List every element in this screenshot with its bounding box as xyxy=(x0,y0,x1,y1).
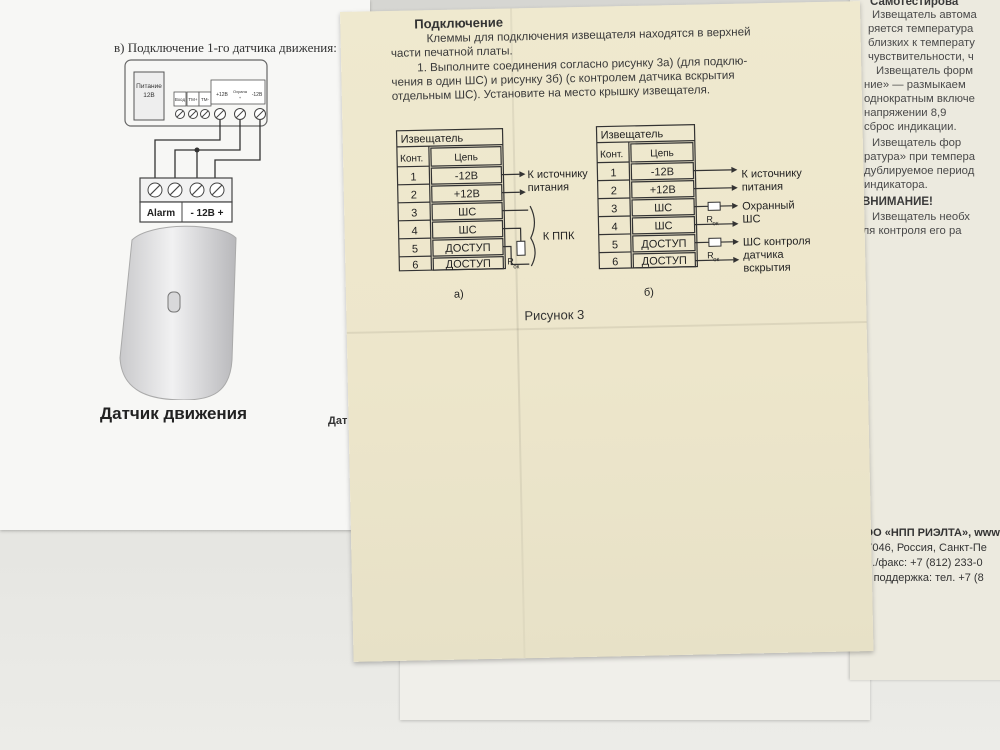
diagram-a-col-circuit: Цепь xyxy=(454,152,478,163)
diagram-a-resistor-sub: ок xyxy=(513,264,519,270)
diagram-b-row-3-n: 3 xyxy=(611,203,617,215)
instruction-sheet: Подключение Клеммы для подключения извещ… xyxy=(340,1,874,662)
diagram-b-row-2-circuit: +12В xyxy=(650,184,676,197)
board-label-guard: Охрана xyxy=(233,89,248,94)
diagram-b-header: Извещатель xyxy=(601,128,664,141)
wiring-diagram-left: Питание 12В Вход ТМ+ ТМ- +12В Охрана + -… xyxy=(119,59,268,400)
diagram-b-row-4-circuit: ШС xyxy=(654,220,672,232)
right-line-9: Извещатель фор xyxy=(872,137,962,149)
section-title: Подключение xyxy=(414,14,504,32)
right-line-12: индикатора. xyxy=(864,179,928,191)
connection-diagram-b: Извещатель Конт. Цепь 1 -12В 2 +12В 3 ШС… xyxy=(595,123,811,299)
right-line-8: сброс индикации. xyxy=(864,121,957,133)
right-line-11: дублируемое период xyxy=(864,165,975,177)
fold-crease-vertical xyxy=(509,8,526,659)
diagram-b-row-3-circuit: ШС xyxy=(654,202,672,214)
diagram-a-resistor: R xyxy=(507,256,514,266)
right-line-2: близких к температу xyxy=(868,37,975,49)
diagram-a-row-6-circuit: ДОСТУП xyxy=(446,258,492,271)
diagram-b-row-5-circuit: ДОСТУП xyxy=(641,238,687,251)
left-sheet: в) Подключение 1-го датчика движения: Пи… xyxy=(0,0,370,530)
right-sheet: Самотестирова Извещатель автома ряется т… xyxy=(850,0,1000,680)
diagram-a-row-2-n: 2 xyxy=(411,189,417,201)
diagram-b-col-circuit: Цепь xyxy=(650,148,674,159)
sensor-led xyxy=(167,291,181,313)
warning-line-0: Извещатель необх xyxy=(872,211,970,223)
sensor-caption: Датчик движения xyxy=(100,404,248,423)
diagram-a-to-source-2: питания xyxy=(528,181,570,194)
right-line-3: чувствительности, ч xyxy=(868,51,974,63)
diagram-b-col-contact: Конт. xyxy=(600,149,623,160)
diagram-b-tamper-1: ШС контроля xyxy=(743,235,811,248)
diagram-a-label: а) xyxy=(454,288,464,300)
right-line-4: Извещатель форм xyxy=(876,65,973,77)
motion-sensor-image xyxy=(119,225,237,400)
diagram-b-label: б) xyxy=(644,286,654,298)
diagram-a-row-4-circuit: ШС xyxy=(458,224,476,236)
right-line-0: Извещатель автома xyxy=(872,9,977,21)
left-sheet-heading: в) Подключение 1-го датчика движения: xyxy=(114,40,337,55)
terminal-alarm-label: Alarm xyxy=(147,208,175,219)
diagram-b-to-source-1: К источнику xyxy=(741,167,802,180)
right-line-7: напряжении 8,9 xyxy=(864,107,947,119)
diagram-b-to-source-2: питания xyxy=(742,181,784,194)
board-label-tm-plus: ТМ+ xyxy=(188,97,197,102)
warning-line-1: для контроля его ра xyxy=(856,225,962,237)
diagram-a-to-panel: К ППК xyxy=(543,230,576,243)
power-label-1: Питание xyxy=(136,83,162,90)
diagram-b-row-6-circuit: ДОСТУП xyxy=(642,255,688,268)
board-label-minus12: -12В xyxy=(252,92,263,98)
connection-diagram-a: Извещатель Конт. Цепь 1 -12В 2 +12В 3 ШС… xyxy=(395,128,588,301)
diagram-b-resistor-1-sub: ок xyxy=(712,221,718,227)
diagram-a-row-1-circuit: -12В xyxy=(455,170,478,182)
diagram-a-row-5-n: 5 xyxy=(412,243,418,255)
diagram-b-guard-2: ШС xyxy=(742,213,760,225)
diagram-a-to-source-1: К источнику xyxy=(527,168,588,181)
right-line-1: ряется температура xyxy=(868,23,974,35)
wire-junction xyxy=(194,147,200,153)
figure-caption: Рисунок 3 xyxy=(524,306,585,324)
right-line-6: однократным включе xyxy=(864,93,975,105)
fold-crease-horizontal xyxy=(346,321,867,334)
diagram-a-row-2-circuit: +12В xyxy=(454,188,480,201)
board-label-guard-sub: + xyxy=(239,95,242,100)
terminal-power-label: - 12В + xyxy=(190,208,223,219)
board-label-tm-minus: ТМ- xyxy=(201,97,209,102)
diagram-b-row-2-n: 2 xyxy=(611,185,617,197)
footer-address: 197046, Россия, Санкт-Пе xyxy=(854,542,987,554)
diagram-a-header: Извещатель xyxy=(401,132,464,145)
diagram-b-row-1-n: 1 xyxy=(610,167,616,179)
footer-company: ООО «НПП РИЭЛТА», www xyxy=(856,527,1000,539)
diagram-b-row-5-n: 5 xyxy=(612,239,618,251)
diagram-b-tamper-2: датчика xyxy=(743,249,785,262)
footer-support: Тех. поддержка: тел. +7 (8 xyxy=(850,572,984,584)
diagram-a-col-contact: Конт. xyxy=(400,153,423,164)
power-label-2: 12В xyxy=(143,92,155,99)
footer-phone: Тел./факс: +7 (812) 233-0 xyxy=(854,557,983,569)
diagram-b-tamper-3: вскрытия xyxy=(743,262,790,275)
wires xyxy=(154,120,261,180)
diagram-b-resistor-2-sub: ок xyxy=(713,257,719,263)
right-sheet-title: Самотестирова xyxy=(870,0,959,8)
diagram-b-row-1-circuit: -12В xyxy=(651,166,674,178)
diagram-b-row-4-n: 4 xyxy=(611,221,617,233)
diagram-a-row-1-n: 1 xyxy=(410,171,416,183)
right-line-5: ние» — размыкаем xyxy=(864,79,966,91)
warning-title: ВНИМАНИЕ! xyxy=(862,196,933,208)
diagram-b-resistor-1: R xyxy=(706,214,713,224)
diagram-a-row-3-circuit: ШС xyxy=(458,206,476,218)
diagram-a-row-4-n: 4 xyxy=(411,225,417,237)
diagram-a-row-3-n: 3 xyxy=(411,207,417,219)
board-label-plus12: +12В xyxy=(216,92,228,98)
diagram-b-guard-1: Охранный xyxy=(742,200,795,213)
right-line-10: ратура» при темпера xyxy=(864,151,976,163)
diagram-b-row-6-n: 6 xyxy=(612,256,618,268)
diagram-a-row-6-n: 6 xyxy=(412,259,418,271)
diagram-b-resistor-2: R xyxy=(707,250,714,260)
clipped-caption: Дат xyxy=(328,415,348,427)
diagram-a-row-5-circuit: ДОСТУП xyxy=(445,242,491,255)
board-label-in: Вход xyxy=(175,97,186,102)
